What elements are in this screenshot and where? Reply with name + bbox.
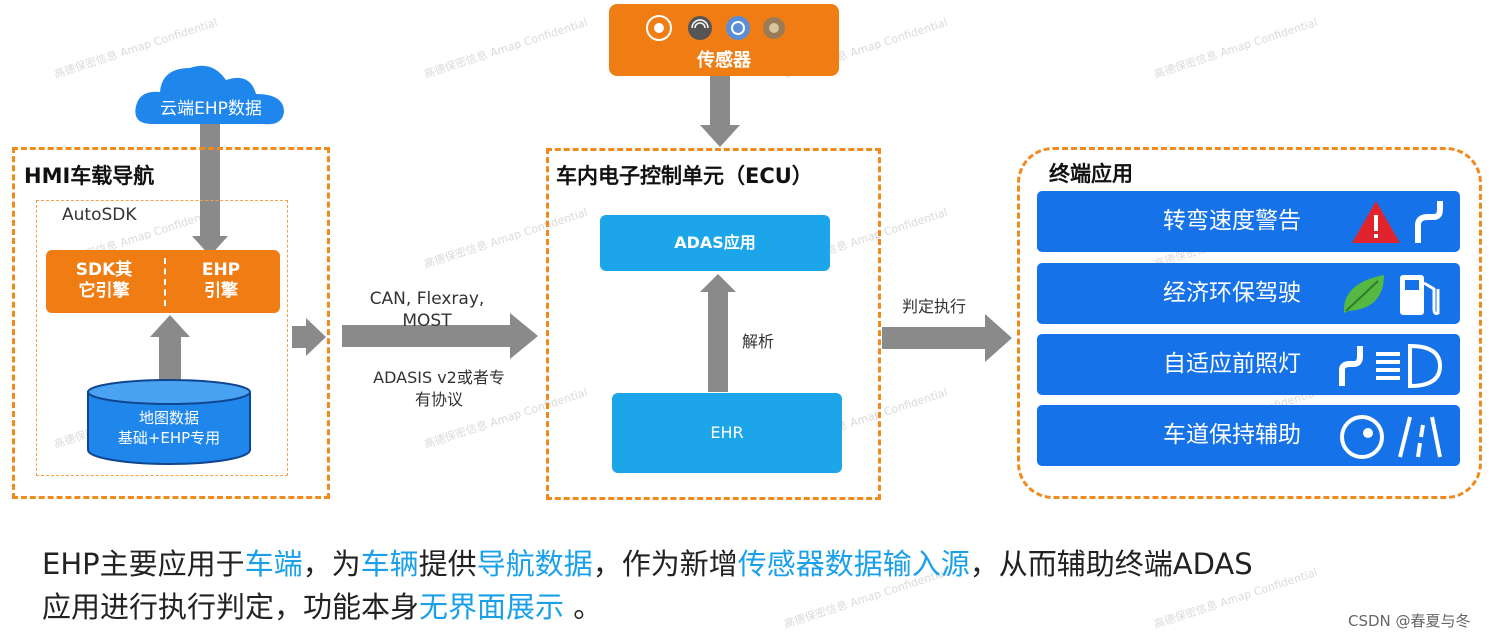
arrow-sensor-down-head (700, 125, 740, 147)
caption-segment: EHP主要应用于 (42, 547, 245, 581)
engine-block: SDK其 它引擎 EHP 引擎 (46, 250, 280, 313)
arrow-cloud-down (200, 115, 220, 240)
parse-label: 解析 (742, 332, 775, 351)
engine-divider (164, 258, 166, 306)
arrow-cloud-down-head (192, 236, 228, 256)
terminal-title: 终端应用 (1049, 162, 1133, 186)
arrow-judge (882, 327, 987, 349)
database-line1: 地图数据 (138, 409, 199, 427)
leaf-fuel-icon (1343, 275, 1440, 315)
app-row-adaptive-headlight: 自适应前照灯 (1037, 334, 1460, 395)
app-label: 自适应前照灯 (1163, 351, 1301, 377)
sdk-other-line2: 它引擎 (78, 281, 130, 301)
ehp-engine: EHP 引擎 (166, 260, 276, 302)
hmi-title: HMI车载导航 (24, 164, 155, 188)
arrow-db-up-head (150, 315, 190, 337)
credit-text: CSDN @春夏与冬 (1348, 612, 1471, 630)
hmi-section (12, 147, 330, 499)
ehp-engine-line2: 引擎 (204, 281, 238, 301)
app-row-curve-warning: 转弯速度警告 (1037, 191, 1460, 252)
arrow-ehr-up-head (700, 274, 736, 292)
caption-line2: 应用进行执行判定，功能本身无界面展示 。 (42, 584, 602, 626)
sensor-block: 传感器 (609, 4, 839, 76)
caption-segment: ，作为新增 (592, 547, 738, 581)
database-label: 地图数据 基础+EHP专用 (86, 408, 252, 448)
arrow-to-ecu-head (510, 313, 538, 359)
autosdk-box (36, 200, 288, 476)
arrow-hmi-out-head (306, 318, 326, 356)
caption-segment: 应用进行执行判定，功能本身 (42, 590, 420, 624)
adasis-line1: ADASIS v2或者专 (373, 368, 505, 387)
app-label: 经济环保驾驶 (1163, 280, 1301, 306)
arrow-db-up (159, 335, 181, 380)
caption-segment: 。 (564, 590, 603, 624)
adasis-text: ADASIS v2或者专 有协议 (350, 367, 528, 411)
ecu-section (546, 148, 881, 500)
caption-line1: EHP主要应用于车端，为车辆提供导航数据，作为新增传感器数据输入源，从而辅助终端… (42, 541, 1253, 583)
app-label: 车道保持辅助 (1163, 422, 1301, 448)
sdk-other-engine: SDK其 它引擎 (46, 260, 162, 302)
cloud-label: 云端EHP数据 (160, 99, 262, 119)
sdk-other-line1: SDK其 (75, 260, 133, 280)
app-label: 转弯速度警告 (1163, 208, 1301, 234)
caption-segment: ，为 (302, 547, 361, 581)
ehr-block: EHR (612, 393, 842, 473)
adas-app-block: ADAS应用 (600, 215, 830, 271)
terminal-section (1017, 147, 1482, 499)
protocol-text: CAN, Flexray, MOST (352, 288, 502, 332)
app-row-eco-driving: 经济环保驾驶 (1037, 263, 1460, 324)
autosdk-label: AutoSDK (62, 205, 137, 225)
caption-highlight: 传感器数据输入源 (737, 547, 970, 581)
caption-highlight: 无界面展示 (419, 590, 565, 624)
ehp-engine-line1: EHP (201, 260, 241, 280)
lane-keep-icon (1340, 415, 1442, 459)
database-icon (87, 379, 251, 465)
caption-segment: ，从而辅助终端ADAS (969, 547, 1253, 581)
app-row-lane-keep: 车道保持辅助 (1037, 405, 1460, 466)
arrow-hmi-out (292, 326, 308, 348)
headlight-icon (1339, 343, 1443, 389)
caption-highlight: 车辆 (360, 547, 419, 581)
protocol-line1: CAN, Flexray, (369, 289, 485, 309)
arrow-ehr-up (708, 290, 728, 392)
sensor-icons (646, 15, 785, 41)
ecu-title: 车内电子控制单元（ECU） (556, 164, 813, 188)
camera-icon (646, 15, 672, 41)
warning-curve-icon (1352, 201, 1443, 243)
arrow-sensor-down (710, 76, 730, 128)
arrow-judge-head (985, 314, 1012, 362)
lidar-icon (726, 16, 750, 40)
cloud-shape (135, 65, 284, 125)
caption-segment: 提供 (418, 547, 477, 581)
protocol-line2: MOST (402, 311, 452, 331)
database-line2: 基础+EHP专用 (117, 429, 221, 447)
caption-highlight: 车端 (244, 547, 303, 581)
arrow-to-ecu (342, 325, 512, 347)
caption-highlight: 导航数据 (476, 547, 593, 581)
judge-label: 判定执行 (902, 297, 967, 316)
adasis-line2: 有协议 (414, 390, 463, 409)
sensor-label: 传感器 (697, 50, 751, 71)
